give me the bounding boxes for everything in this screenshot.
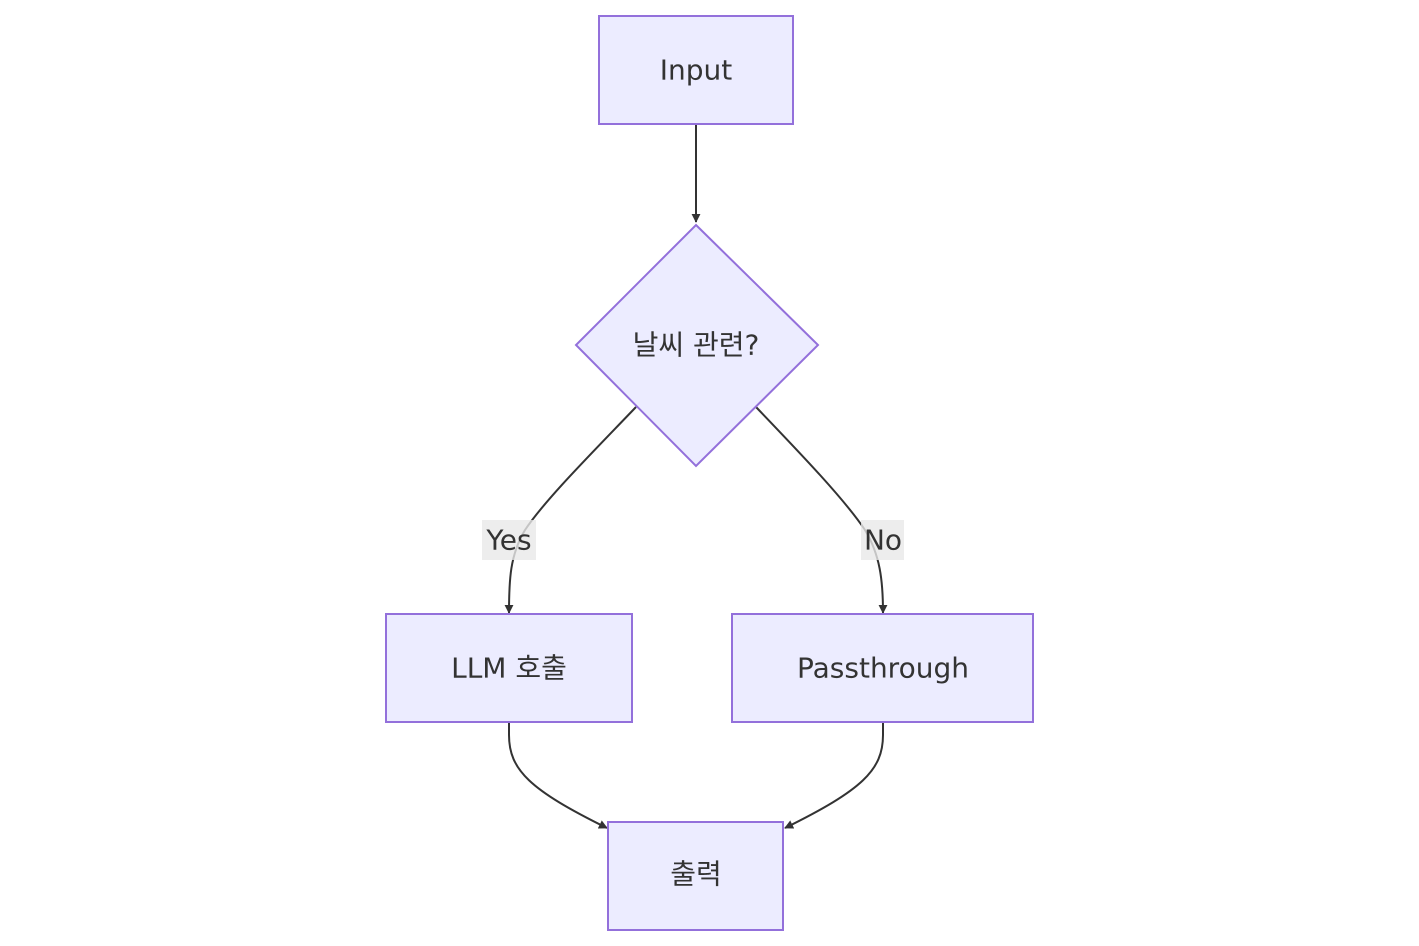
edge-llm-to-output [508, 723, 608, 829]
node-output[interactable]: 출력 [607, 821, 784, 931]
node-decision-label: 날씨 관련? [633, 329, 760, 362]
node-llm-label: LLM 호출 [451, 652, 567, 685]
node-output-label: 출력 [670, 858, 722, 891]
edge-label-yes-text: Yes [485, 524, 531, 557]
edge-decision-to-passthrough [755, 406, 888, 614]
edge-label-yes: Yes [482, 520, 536, 560]
node-llm[interactable]: LLM 호출 [385, 613, 633, 723]
node-decision[interactable]: 날씨 관련? [574, 223, 820, 468]
edge-passthrough-to-output [784, 723, 884, 829]
node-input-label: Input [660, 54, 733, 87]
edge-label-no: No [861, 520, 904, 560]
node-passthrough-label: Passthrough [797, 652, 969, 685]
edge-decision-to-llm [504, 406, 637, 614]
edge-label-no-text: No [864, 524, 902, 557]
node-input[interactable]: Input [598, 15, 794, 125]
node-passthrough[interactable]: Passthrough [731, 613, 1034, 723]
